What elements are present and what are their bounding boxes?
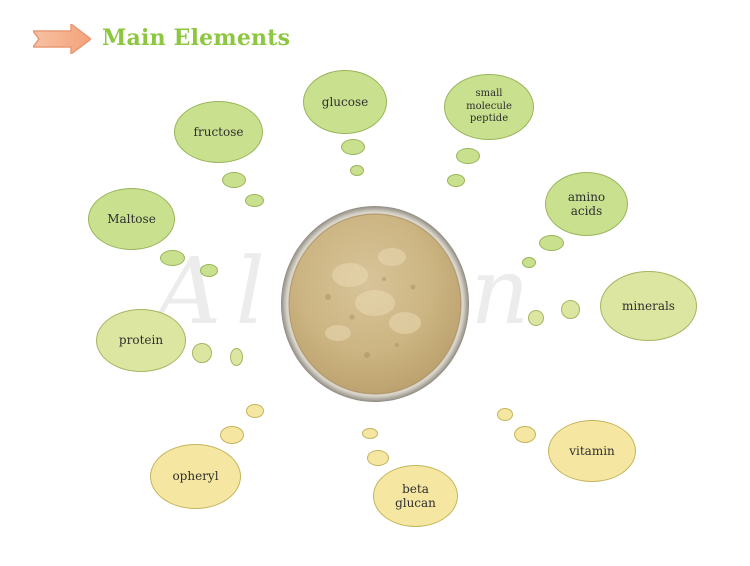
bubble-vitamin: vitamin	[548, 420, 636, 482]
connector-dot	[367, 450, 389, 466]
connector-dot	[220, 426, 244, 444]
bubble-beta-glucan: beta glucan	[373, 465, 458, 527]
connector-dot	[528, 310, 544, 326]
bubble-label: fructose	[193, 124, 244, 139]
connector-dot	[350, 165, 364, 176]
bubble-label: vitamin	[569, 443, 615, 458]
connector-dot	[456, 148, 480, 164]
connector-dot	[447, 174, 465, 187]
connector-dot	[246, 404, 264, 418]
connector-dot	[200, 264, 218, 277]
bubble-maltose: Maltose	[88, 188, 175, 250]
bubble-small-molecule-peptide: small molecule peptide	[444, 74, 534, 140]
bubble-label: protein	[118, 333, 164, 348]
powder-bowl-image	[281, 206, 469, 402]
connector-dot	[192, 343, 212, 363]
bubble-label: amino acids	[567, 189, 606, 218]
bubble-label: beta glucan	[395, 481, 436, 510]
connector-dot	[160, 250, 185, 266]
connector-dot	[561, 300, 580, 319]
bubble-glucose: glucose	[303, 70, 387, 134]
bubble-label: Maltose	[107, 211, 156, 226]
bubble-protein: protein	[96, 309, 186, 372]
connector-dot	[522, 257, 536, 268]
connector-dot	[341, 139, 365, 155]
connector-dot	[245, 194, 264, 207]
connector-dot	[514, 426, 536, 443]
connector-dot	[497, 408, 513, 421]
bubble-label: opheryl	[172, 469, 219, 484]
bubble-label: glucose	[321, 94, 369, 109]
arrow-right-icon	[33, 24, 91, 54]
connector-dot	[362, 428, 378, 439]
connector-dot	[230, 348, 243, 366]
bubble-opheryl: opheryl	[150, 444, 241, 509]
page-title: Main Elements	[102, 25, 291, 51]
connector-dot	[222, 172, 246, 188]
bubble-fructose: fructose	[174, 101, 263, 163]
connector-dot	[539, 235, 564, 251]
bubble-amino-acids: amino acids	[545, 172, 628, 236]
bubble-label: small molecule peptide	[466, 88, 512, 125]
bubble-label: minerals	[622, 298, 675, 313]
bubble-minerals: minerals	[600, 271, 697, 341]
